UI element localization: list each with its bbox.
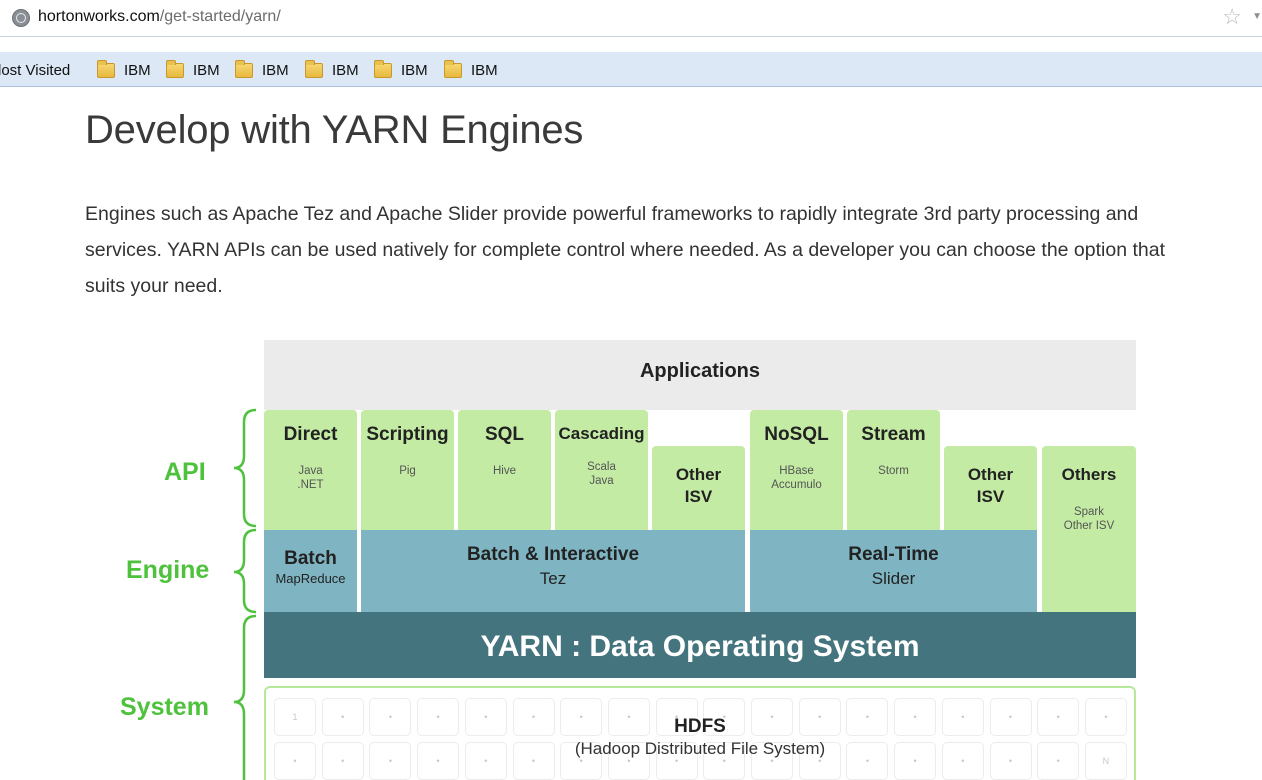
hdfs-node: • bbox=[369, 698, 412, 736]
engine-batch-interactive-sub: Tez bbox=[539, 569, 567, 588]
api-box-sql bbox=[458, 410, 551, 530]
api-box-other-isv-1 bbox=[652, 446, 745, 530]
engine-batch-sub: MapReduce bbox=[275, 571, 346, 586]
api-box-cascading bbox=[555, 410, 648, 530]
api-sub-nosql: HBase Accumulo bbox=[771, 465, 822, 491]
hdfs-node: • bbox=[846, 698, 889, 736]
folder-icon bbox=[97, 59, 115, 78]
engine-real-time-title: Real-Time bbox=[848, 544, 939, 565]
api-sub-stream: Storm bbox=[878, 465, 909, 477]
hdfs-node: • bbox=[751, 698, 793, 736]
yarn-layer bbox=[264, 612, 1136, 678]
system-brace bbox=[233, 614, 257, 780]
hdfs-node: • bbox=[417, 698, 460, 736]
hdfs-layer: 1••••••••••••••••••••••••••••••••••N bbox=[264, 686, 1136, 780]
api-title-other-isv-1: Other ISV bbox=[675, 465, 722, 506]
hdfs-node: • bbox=[655, 698, 698, 736]
api-title-cascading: Cascading bbox=[558, 424, 645, 443]
side-label-system: System bbox=[120, 693, 209, 721]
api-box-direct bbox=[264, 410, 357, 530]
api-title-others: Others bbox=[1061, 465, 1117, 484]
applications-layer bbox=[264, 340, 1136, 410]
engine-real-time-sub: Slider bbox=[871, 569, 916, 588]
folder-icon bbox=[374, 59, 392, 78]
applications-label: Applications bbox=[639, 360, 760, 382]
globe-icon bbox=[12, 9, 30, 27]
engine-batch-title: Batch bbox=[284, 548, 337, 569]
bookmark-ibm-5[interactable]: IBM bbox=[374, 59, 428, 80]
bookmark-star-icon[interactable]: ☆ bbox=[1222, 4, 1242, 29]
hdfs-node: • bbox=[321, 698, 364, 736]
api-sub-scripting: Pig bbox=[399, 465, 416, 477]
folder-icon bbox=[305, 59, 323, 78]
side-label-engine: Engine bbox=[126, 556, 210, 584]
api-box-scripting bbox=[361, 410, 454, 530]
hdfs-node: • bbox=[1037, 698, 1080, 736]
api-sub-others: Spark Other ISV bbox=[1063, 506, 1115, 532]
api-title-scripting: Scripting bbox=[366, 424, 449, 445]
engine-batch-interactive bbox=[361, 530, 745, 612]
api-box-stream bbox=[847, 410, 940, 530]
engine-real-time bbox=[750, 530, 1037, 612]
api-box-nosql bbox=[750, 410, 843, 530]
hdfs-node: • bbox=[703, 698, 746, 736]
hdfs-node: • bbox=[894, 698, 937, 736]
api-sub-cascading: Scala Java bbox=[587, 461, 616, 487]
api-title-stream: Stream bbox=[861, 424, 926, 445]
hdfs-node: • bbox=[798, 698, 841, 736]
engine-batch bbox=[264, 530, 357, 612]
api-title-direct: Direct bbox=[283, 424, 338, 445]
hdfs-subtitle: (Hadoop Distributed File System) bbox=[574, 739, 826, 758]
hdfs-node: • bbox=[1084, 698, 1127, 736]
yarn-label: YARN : Data Operating System bbox=[480, 630, 920, 663]
page-title: Develop with YARN Engines bbox=[85, 108, 584, 152]
engine-brace bbox=[233, 528, 257, 614]
api-box-other-isv-2 bbox=[944, 446, 1037, 530]
api-title-other-isv-2: Other ISV bbox=[967, 465, 1014, 506]
hdfs-node: • bbox=[941, 698, 984, 736]
address-bar[interactable]: hortonworks.com/get-started/yarn/ ☆ ▼ bbox=[0, 0, 1262, 37]
hdfs-node: • bbox=[989, 698, 1032, 736]
hdfs-node: 1 bbox=[274, 698, 316, 736]
hdfs-node: • bbox=[560, 698, 603, 736]
api-title-nosql: NoSQL bbox=[764, 424, 829, 445]
page-description: Engines such as Apache Tez and Apache Sl… bbox=[85, 203, 1166, 297]
folder-icon bbox=[444, 59, 462, 78]
dropdown-arrow-icon[interactable]: ▼ bbox=[1252, 11, 1262, 22]
api-sub-sql: Hive bbox=[492, 465, 516, 477]
hdfs-node: • bbox=[607, 698, 650, 736]
bookmark-ibm-1[interactable]: IBM bbox=[97, 59, 151, 80]
url-text[interactable]: hortonworks.com/get-started/yarn/ bbox=[38, 8, 281, 25]
hdfs-node: • bbox=[464, 698, 507, 736]
hdfs-title: HDFS bbox=[674, 716, 726, 737]
folder-icon bbox=[235, 59, 253, 78]
bookmark-ibm-6[interactable]: IBM bbox=[444, 59, 498, 80]
bookmarks-toolbar: lost Visited IBM IBM IBM IBM IBM IBM bbox=[0, 52, 1262, 87]
api-sub-direct: Java .NET bbox=[297, 465, 324, 491]
bookmark-most-visited[interactable]: lost Visited bbox=[0, 61, 71, 79]
bookmark-ibm-2[interactable]: IBM bbox=[166, 59, 220, 80]
folder-icon bbox=[166, 59, 184, 78]
braces-graphic bbox=[233, 408, 257, 780]
api-brace bbox=[233, 408, 257, 528]
engine-batch-interactive-title: Batch & Interactive bbox=[466, 544, 640, 565]
bookmark-ibm-3[interactable]: IBM bbox=[235, 59, 289, 80]
api-box-others bbox=[1042, 446, 1136, 612]
bookmark-ibm-4[interactable]: IBM bbox=[305, 59, 359, 80]
hdfs-node: • bbox=[512, 698, 555, 736]
side-label-api: API bbox=[164, 458, 206, 486]
api-title-sql: SQL bbox=[484, 424, 525, 445]
